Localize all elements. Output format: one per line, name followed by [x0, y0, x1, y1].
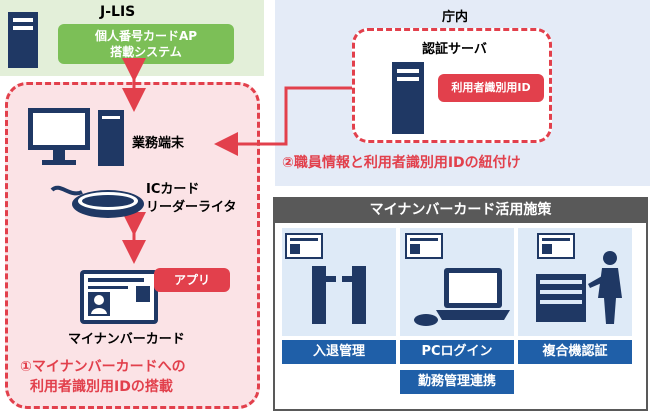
server-terminal-arrow [214, 86, 352, 156]
terminal-icon [28, 108, 128, 174]
card-reader-icon [46, 176, 146, 226]
measure-mfp-auth: 複合機認証 [518, 340, 632, 364]
laptop-icon [405, 233, 510, 326]
terminal-label: 業務端末 [132, 136, 185, 151]
agency-title: 庁内 [442, 10, 469, 25]
step1-line2: 利用者識別用IDの搭載 [30, 379, 173, 395]
user-id-tag: 利用者識別用ID [438, 74, 544, 102]
jlis-title: J-LIS [100, 4, 136, 20]
jlis-system-card: 個人番号カードAP 搭載システム [58, 24, 234, 64]
app-tag: アプリ [154, 268, 230, 292]
tile-pc-login [400, 228, 514, 336]
auth-server-label: 認証サーバ [422, 42, 487, 57]
measure-pc-login: PCログイン [400, 340, 514, 364]
step2-caption: ②職員情報と利用者識別用IDの紐付け [282, 155, 521, 171]
step1-line1: ①マイナンバーカードへの [20, 359, 186, 375]
auth-server-icon [392, 62, 424, 138]
measure-entry-exit: 入退管理 [282, 340, 396, 364]
reader-label-line2: リーダーライタ [146, 200, 237, 215]
tile-entry-exit [282, 228, 396, 336]
jlis-system-line2: 搭載システム [110, 45, 182, 59]
jlis-system-line1: 個人番号カードAP [94, 29, 198, 43]
measures-title: マイナンバーカード活用施策 [273, 197, 648, 223]
reader-label-line1: ICカード [146, 182, 200, 197]
measure-attendance: 勤務管理連携 [400, 370, 514, 394]
mynumber-card-icon [80, 270, 158, 328]
entry-gate-icon [285, 233, 366, 324]
tile-mfp-auth [518, 228, 632, 336]
jlis-server-icon [8, 12, 38, 72]
card-label: マイナンバーカード [68, 332, 185, 347]
printer-icon [536, 233, 622, 324]
